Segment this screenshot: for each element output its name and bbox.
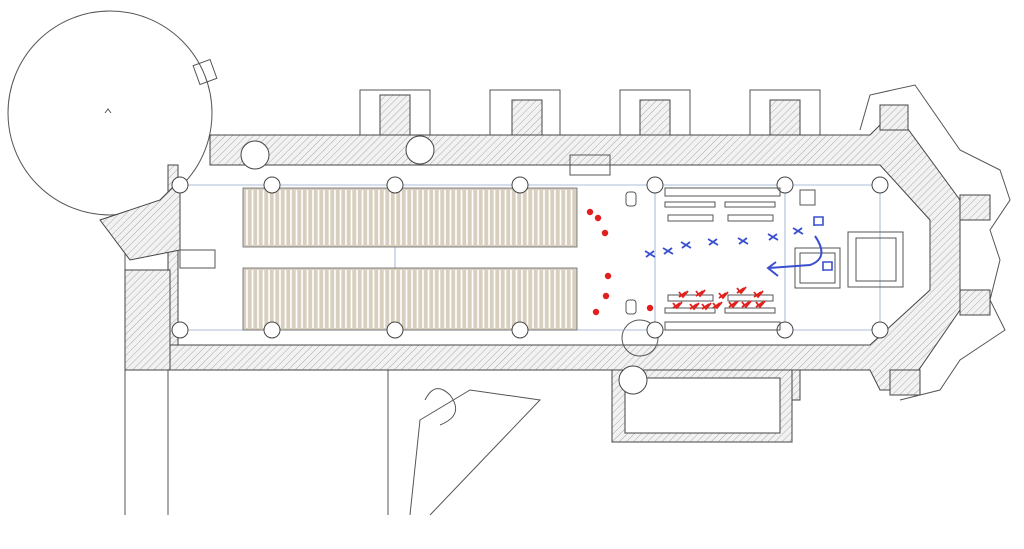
column	[646, 176, 664, 194]
stair-tower	[240, 140, 270, 170]
red-check-mark	[736, 286, 747, 295]
column	[511, 176, 529, 194]
red-dot-mark	[602, 292, 610, 300]
red-check-mark	[753, 290, 764, 299]
blue-arrow-mark	[766, 235, 823, 277]
red-dot-mark	[604, 272, 612, 280]
red-dot-mark	[646, 304, 654, 312]
round-tower	[7, 10, 218, 216]
stair-tower	[405, 135, 435, 165]
red-check-mark	[718, 291, 729, 300]
red-check-mark	[755, 300, 766, 309]
hand-annotations	[586, 208, 833, 316]
red-check-mark	[695, 289, 706, 298]
column	[263, 176, 281, 194]
column	[511, 321, 529, 339]
nave-walls	[99, 124, 961, 391]
altar-area	[794, 189, 904, 289]
red-check-mark	[701, 302, 712, 311]
sacristy-annex	[611, 319, 793, 443]
blue-cross-mark	[792, 227, 804, 235]
columns	[171, 135, 889, 339]
column	[171, 176, 189, 194]
blue-cross-mark	[767, 233, 779, 241]
blue-square-mark	[813, 216, 824, 226]
red-check-mark	[728, 300, 739, 309]
blue-cross-mark	[737, 237, 749, 245]
blue-cross-mark	[662, 247, 674, 255]
column	[263, 321, 281, 339]
red-dot-mark	[601, 229, 609, 237]
blue-cross-mark	[644, 250, 656, 258]
blue-cross-mark	[680, 241, 692, 249]
red-check-mark	[689, 302, 700, 311]
blue-cross-mark	[707, 238, 719, 246]
column	[871, 321, 889, 339]
red-dot-mark	[592, 308, 600, 316]
red-check-mark	[741, 300, 752, 309]
choir-stalls	[179, 154, 781, 331]
column	[776, 176, 794, 194]
pew-blocks	[242, 187, 578, 331]
blue-square-mark	[822, 261, 833, 271]
column	[386, 321, 404, 339]
red-dot-mark	[594, 214, 602, 222]
red-dot-mark	[586, 208, 594, 216]
red-check-mark	[678, 290, 689, 299]
red-check-mark	[712, 301, 723, 310]
column	[646, 321, 664, 339]
column	[171, 321, 189, 339]
red-check-mark	[672, 301, 683, 310]
column	[386, 176, 404, 194]
column	[871, 176, 889, 194]
